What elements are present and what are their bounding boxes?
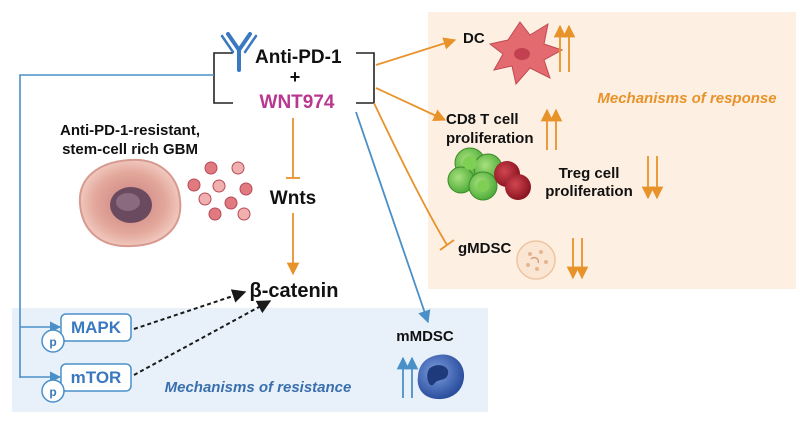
tumor-label-line1: Anti-PD-1-resistant, [60,122,200,139]
cd8-up-arrows [540,108,563,150]
anti-pd1-label: Anti-PD-1 [255,47,342,68]
wnts-label: Wnts [270,188,316,209]
treg-label-line1: Treg cell [559,165,620,182]
response-panel [428,12,796,289]
mapk-phospho-label: p [49,335,56,349]
cd8-label-line2: proliferation [446,130,534,147]
gmdsc-cell-icon [516,240,556,280]
cd8-label-line1: CD8 T cell [446,111,519,128]
mmdsc-up-arrows [396,356,419,398]
arrow-to-dc [375,37,457,66]
plus-label: + [290,67,301,87]
tumor-label-line2: stem-cell rich GBM [62,141,198,158]
dc-label: DC [463,30,485,47]
mtor-node [41,363,132,403]
mmdsc-cell-icon [417,354,465,400]
gmdsc-down-arrows [566,238,589,280]
arrow-to-mmdsc [355,111,431,324]
mtor-phospho-label: p [49,385,56,399]
dashed-arrow-mtor [133,300,272,376]
dc-up-arrows [553,24,576,72]
wnt-molecules-icon [187,161,253,221]
response-title: Mechanisms of response [597,90,776,107]
gmdsc-label: gMDSC [458,240,511,257]
mapk-label: MAPK [71,318,122,337]
mtor-label: mTOR [71,368,122,387]
drug-bracket [213,52,375,104]
wnt974-label: WNT974 [260,92,335,113]
antibody-icon [220,32,258,72]
t-cell-cluster-icon [447,147,531,201]
resistance-paths [19,74,214,383]
dc-cell-icon [488,21,564,86]
inhibition-wnt974-wnts [286,118,300,179]
beta-catenin-label: β-catenin [250,280,339,302]
mapk-node [41,313,132,353]
treg-label-line2: proliferation [545,183,633,200]
inhibition-to-gmdsc [373,102,455,251]
arrow-to-cd8 [375,87,447,121]
treg-down-arrows [641,156,664,200]
tumor-cell-icon [78,158,182,248]
resistance-title: Mechanisms of resistance [165,379,352,396]
mmdsc-label: mMDSC [396,328,454,345]
dashed-arrow-mapk [133,289,247,330]
